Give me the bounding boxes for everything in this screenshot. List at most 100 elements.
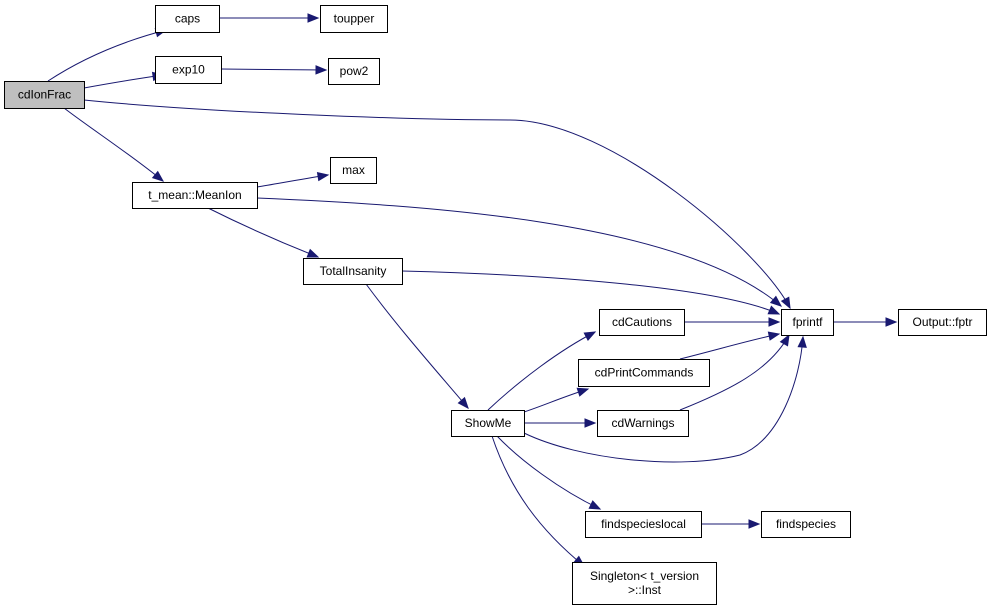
node-toupper[interactable]: toupper <box>320 5 388 33</box>
edge-arrowhead <box>768 317 781 327</box>
node-box[interactable] <box>585 511 702 538</box>
edge-cdWarnings-to-fprintf <box>679 333 790 411</box>
edge-line <box>256 197 782 307</box>
node-cdIonFrac[interactable]: cdIonFrac <box>4 81 85 109</box>
edge-ShowMe-to-cdWarnings <box>524 418 597 428</box>
edge-cdCautions-to-fprintf <box>684 317 781 327</box>
edge-arrowhead <box>307 13 320 23</box>
node-box[interactable] <box>572 562 717 605</box>
call-edges <box>47 13 898 567</box>
node-label: findspecies <box>776 517 836 531</box>
node-box[interactable] <box>4 81 85 109</box>
node-label: t_mean::MeanIon <box>148 188 241 202</box>
node-cdCautions[interactable]: cdCautions <box>599 309 685 336</box>
edge-arrowhead <box>457 396 469 410</box>
edge-arrowhead <box>315 65 328 75</box>
node-label: TotalInsanity <box>320 264 387 278</box>
node-label: max <box>342 163 365 177</box>
edge-cdPrintCommands-to-fprintf <box>679 331 781 360</box>
edge-ShowMe-to-cdPrintCommands <box>523 387 590 413</box>
edge-TotalInsanity-to-ShowMe <box>365 283 469 410</box>
node-box[interactable] <box>597 410 689 437</box>
node-box[interactable] <box>781 309 834 336</box>
node-cdPrintCommands[interactable]: cdPrintCommands <box>578 359 710 387</box>
node-findspecies[interactable]: findspecies <box>761 511 851 538</box>
node-TotalInsanity[interactable]: TotalInsanity <box>303 258 403 285</box>
edge-caps-to-toupper <box>219 13 320 23</box>
node-box[interactable] <box>330 157 377 184</box>
edge-ShowMe-to-Inst <box>491 435 586 567</box>
edge-arrowhead <box>767 331 781 341</box>
node-ShowMe[interactable]: ShowMe <box>451 410 525 437</box>
node-Inst[interactable]: Singleton< t_version>::Inst <box>572 562 717 605</box>
node-MeanIon[interactable]: t_mean::MeanIon <box>132 182 258 209</box>
node-label: pow2 <box>340 64 369 78</box>
node-label: findspecieslocal <box>601 517 686 531</box>
edge-arrowhead <box>306 248 320 258</box>
edge-line <box>256 174 329 188</box>
node-label: cdIonFrac <box>18 88 71 102</box>
node-label: Output::fptr <box>912 315 972 329</box>
node-max[interactable]: max <box>330 157 377 184</box>
node-cdWarnings[interactable]: cdWarnings <box>597 410 689 437</box>
node-box[interactable] <box>599 309 685 336</box>
node-box[interactable] <box>320 5 388 33</box>
edge-arrowhead <box>885 317 898 327</box>
edge-cdIonFrac-to-MeanIon <box>63 107 165 182</box>
edge-line <box>679 334 790 411</box>
edge-arrowhead <box>769 295 783 307</box>
edge-arrowhead <box>748 519 761 529</box>
node-caps[interactable]: caps <box>155 5 220 33</box>
edge-findspecieslocal-to-findspecies <box>701 519 761 529</box>
node-label: >::Inst <box>628 583 662 597</box>
edge-arrowhead <box>316 171 330 182</box>
node-label: Singleton< t_version <box>590 569 699 583</box>
edge-arrowhead <box>797 335 807 348</box>
node-label: cdPrintCommands <box>595 366 694 380</box>
edge-line <box>83 99 791 309</box>
edge-arrowhead <box>780 296 791 310</box>
node-box[interactable] <box>898 309 987 336</box>
node-box[interactable] <box>303 258 403 285</box>
edge-MeanIon-to-fprintf <box>256 197 783 307</box>
node-box[interactable] <box>451 410 525 437</box>
node-exp10[interactable]: exp10 <box>155 56 222 84</box>
edge-arrowhead <box>576 387 590 397</box>
edge-line <box>220 68 327 71</box>
edge-ShowMe-to-cdCautions <box>487 331 597 411</box>
edge-fprintf-to-fptr <box>833 317 898 327</box>
node-pow2[interactable]: pow2 <box>328 58 380 85</box>
edge-cdIonFrac-to-fprintf <box>83 99 791 310</box>
node-fptr[interactable]: Output::fptr <box>898 309 987 336</box>
node-box[interactable] <box>578 359 710 387</box>
edge-arrowhead <box>584 418 597 428</box>
edge-line <box>47 29 167 82</box>
edge-line <box>523 336 804 463</box>
edge-arrowhead <box>588 500 602 510</box>
edge-line <box>63 107 164 182</box>
edge-ShowMe-to-findspecieslocal <box>496 435 602 510</box>
edge-line <box>487 331 596 411</box>
node-fprintf[interactable]: fprintf <box>781 309 834 336</box>
node-box[interactable] <box>155 56 222 84</box>
node-box[interactable] <box>132 182 258 209</box>
node-label: fprintf <box>792 315 823 329</box>
edge-cdIonFrac-to-exp10 <box>83 71 165 89</box>
edge-ShowMe-to-fprintf <box>523 335 807 463</box>
node-box[interactable] <box>155 5 220 33</box>
node-label: ShowMe <box>465 416 512 430</box>
node-label: exp10 <box>172 63 205 77</box>
node-box[interactable] <box>761 511 851 538</box>
edge-arrowhead <box>779 333 790 347</box>
node-findspecieslocal[interactable]: findspecieslocal <box>585 511 702 538</box>
edge-MeanIon-to-max <box>256 171 330 188</box>
node-box[interactable] <box>328 58 380 85</box>
edge-line <box>207 207 319 258</box>
edge-TotalInsanity-to-fprintf <box>401 270 781 315</box>
edge-line <box>679 333 780 360</box>
node-label: caps <box>175 12 200 26</box>
node-label: toupper <box>334 12 375 26</box>
edge-line <box>496 435 601 510</box>
